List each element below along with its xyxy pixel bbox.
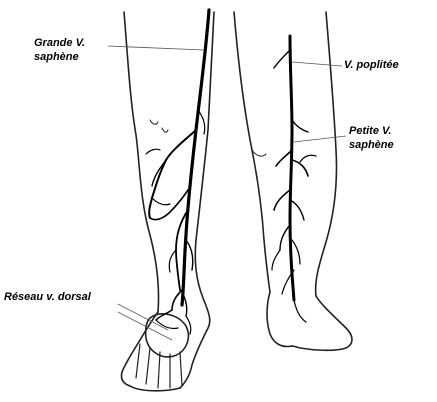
left-leg-outline: [121, 12, 214, 391]
label-veine-poplitee: V. poplitée: [344, 58, 399, 72]
label-grande-veine-saphene: Grande V. saphène: [34, 36, 85, 64]
label-reseau-veineux-dorsal: Réseau v. dorsal: [4, 290, 91, 304]
label-grande-veine-line1: Grande V.: [34, 36, 85, 50]
leader-lines: [108, 46, 346, 340]
leader-petite-veine: [294, 136, 346, 142]
petite-veine-saphene-vessels: [272, 36, 316, 322]
label-petite-veine-saphene: Petite V. saphène: [349, 124, 394, 152]
label-petite-veine-line1: Petite V.: [349, 124, 394, 138]
label-grande-veine-line2: saphène: [34, 50, 85, 64]
label-petite-veine-line2: saphène: [349, 138, 394, 152]
leader-veine-poplitee: [292, 62, 342, 66]
leader-grande-veine: [108, 46, 204, 50]
